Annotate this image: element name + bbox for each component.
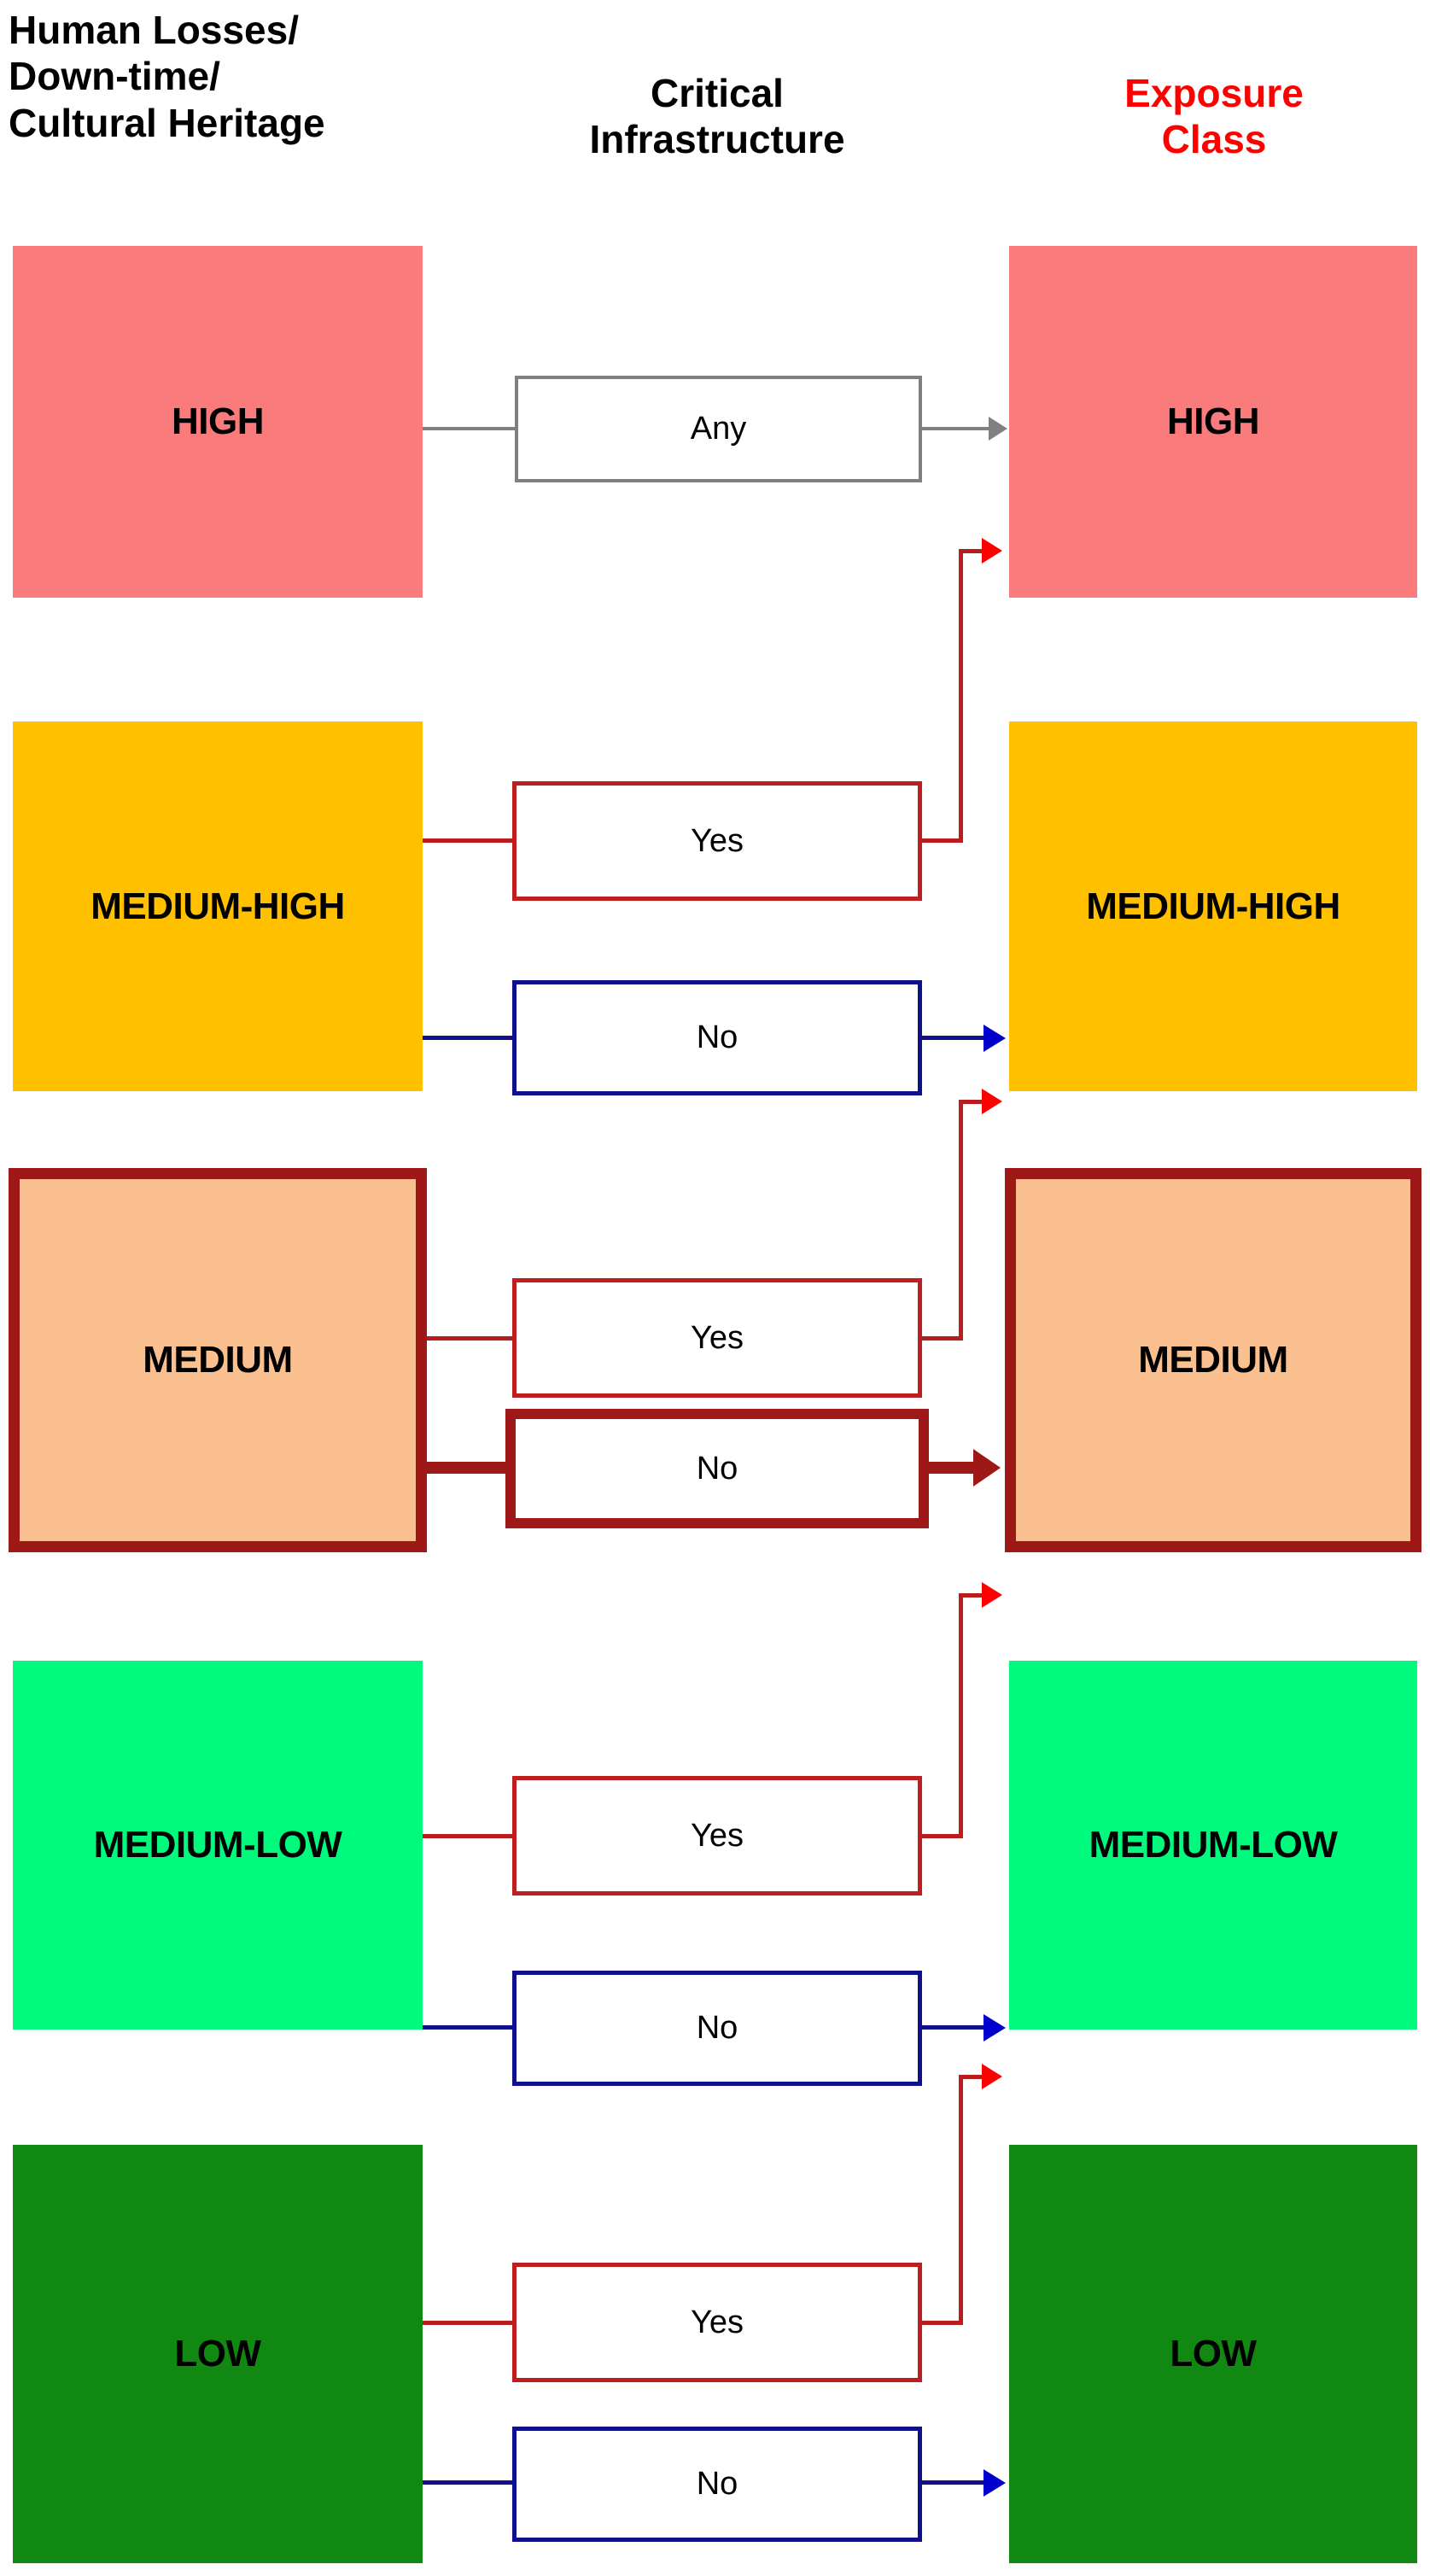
column-header-critical-infrastructure: Critical Infrastructure — [589, 71, 845, 162]
connector-m-no-out — [927, 1462, 978, 1474]
connector-l-no-in — [423, 2480, 517, 2485]
connector-l-yes-riser — [959, 2077, 963, 2325]
connector-ml-yes-out — [922, 1834, 963, 1838]
output-class-label-medium-low: MEDIUM-LOW — [1089, 1824, 1338, 1866]
arrow-ml-no-to-medium-low — [983, 2014, 1006, 2042]
decision-box-ml-no[interactable]: No — [512, 1971, 922, 2086]
arrow-mh-no-to-medium-high — [983, 1025, 1006, 1052]
connector-mh-yes-head — [959, 549, 989, 553]
input-class-label-medium-low: MEDIUM-LOW — [93, 1824, 342, 1866]
output-class-label-high: HIGH — [1167, 400, 1260, 442]
decision-label-any: Any — [690, 411, 747, 447]
decision-label-l-no: No — [696, 2466, 738, 2502]
connector-l-yes-out — [922, 2321, 963, 2325]
decision-label-mh-yes: Yes — [691, 822, 744, 859]
arrow-m-yes-to-medium-high — [982, 1089, 1002, 1114]
connector-m-no-in — [427, 1462, 525, 1474]
decision-box-ml-yes[interactable]: Yes — [512, 1776, 922, 1895]
input-class-label-medium-high: MEDIUM-HIGH — [90, 885, 345, 927]
connector-m-yes-riser — [959, 1101, 963, 1341]
decision-label-l-yes: Yes — [691, 2304, 744, 2340]
decision-box-mh-no[interactable]: No — [512, 980, 922, 1095]
connector-l-no-out — [922, 2480, 986, 2485]
output-class-box-medium-high[interactable]: MEDIUM-HIGH — [1009, 721, 1417, 1091]
input-class-box-low[interactable]: LOW — [13, 2145, 423, 2563]
decision-label-m-no: No — [696, 1450, 738, 1487]
decision-box-m-yes[interactable]: Yes — [512, 1278, 922, 1398]
decision-box-l-yes[interactable]: Yes — [512, 2263, 922, 2382]
input-class-label-high: HIGH — [172, 400, 265, 442]
connector-mh-yes-riser — [959, 551, 963, 843]
connector-mh-yes-out — [922, 838, 963, 843]
output-class-box-high[interactable]: HIGH — [1009, 246, 1417, 598]
output-class-box-low[interactable]: LOW — [1009, 2145, 1417, 2563]
connector-ml-yes-riser — [959, 1595, 963, 1838]
arrow-mh-yes-to-high — [982, 538, 1002, 564]
arrow-l-yes-to-medium-low — [982, 2064, 1002, 2089]
connector-mh-yes-in — [423, 838, 517, 843]
decision-box-any[interactable]: Any — [515, 376, 922, 482]
connector-ml-no-out — [922, 2025, 986, 2030]
input-class-label-low: LOW — [174, 2333, 261, 2374]
connector-ml-no-in — [423, 2025, 517, 2030]
connector-l-yes-in — [423, 2321, 517, 2325]
connector-m-yes-in — [427, 1336, 519, 1341]
output-class-label-low: LOW — [1170, 2333, 1257, 2374]
decision-label-mh-no: No — [696, 1019, 738, 1055]
connector-high-any-out — [922, 427, 990, 430]
input-class-box-medium[interactable]: MEDIUM — [9, 1168, 427, 1552]
connector-ml-yes-head — [959, 1593, 989, 1598]
input-class-box-medium-low[interactable]: MEDIUM-LOW — [13, 1661, 423, 2030]
column-header-exposure-class: Exposure Class — [1124, 71, 1304, 162]
input-class-box-high[interactable]: HIGH — [13, 246, 423, 598]
output-class-label-medium-high: MEDIUM-HIGH — [1086, 885, 1340, 927]
decision-label-ml-yes: Yes — [691, 1817, 744, 1854]
arrow-ml-yes-to-medium — [982, 1582, 1002, 1608]
connector-mh-no-in — [423, 1036, 517, 1040]
output-class-label-medium: MEDIUM — [1138, 1339, 1288, 1381]
connector-m-yes-head — [959, 1100, 989, 1104]
arrow-l-no-to-low — [983, 2469, 1006, 2497]
output-class-box-medium[interactable]: MEDIUM — [1005, 1168, 1421, 1552]
connector-high-any-in — [423, 427, 517, 430]
input-class-box-medium-high[interactable]: MEDIUM-HIGH — [13, 721, 423, 1091]
decision-box-m-no[interactable]: No — [505, 1409, 929, 1528]
decision-box-l-no[interactable]: No — [512, 2427, 922, 2542]
connector-l-yes-head — [959, 2075, 989, 2079]
input-class-label-medium: MEDIUM — [143, 1339, 293, 1381]
connector-m-yes-out — [922, 1336, 963, 1341]
decision-box-mh-yes[interactable]: Yes — [512, 781, 922, 901]
decision-label-m-yes: Yes — [691, 1319, 744, 1356]
column-header-human-losses: Human Losses/ Down-time/ Cultural Herita… — [9, 8, 325, 145]
connector-ml-yes-in — [423, 1834, 517, 1838]
connector-mh-no-out — [922, 1036, 986, 1040]
arrow-to-high — [989, 417, 1007, 441]
output-class-box-medium-low[interactable]: MEDIUM-LOW — [1009, 1661, 1417, 2030]
decision-label-ml-no: No — [696, 2010, 738, 2046]
arrow-m-no-to-medium — [973, 1449, 1001, 1487]
